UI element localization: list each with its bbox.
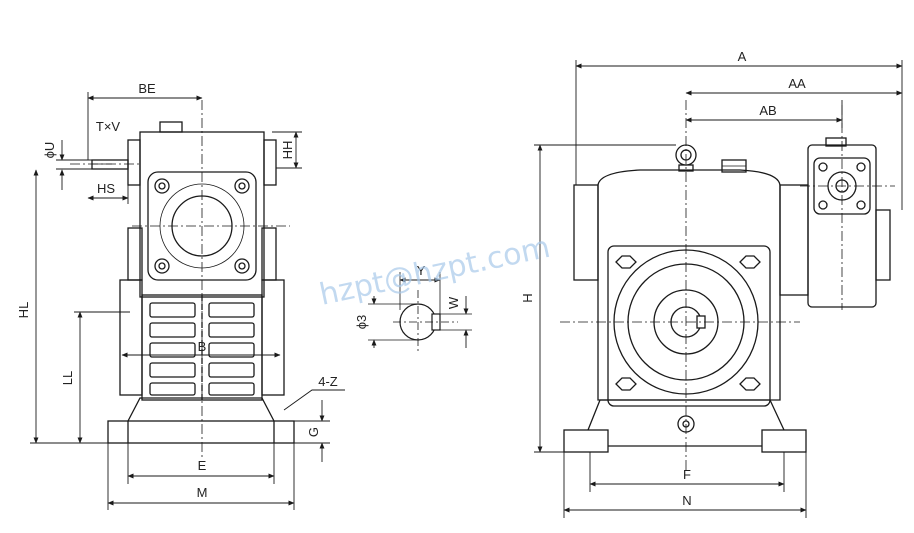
label-4z: 4-Z bbox=[318, 374, 338, 389]
side-view-dimensions bbox=[30, 92, 345, 510]
label-ab: AB bbox=[759, 103, 776, 118]
base-plate bbox=[107, 420, 295, 444]
label-y: Y bbox=[417, 263, 426, 278]
front-view-dimensions bbox=[534, 60, 903, 518]
dimension-labels: BE T×V ϕU HH HS HL LL B 4-Z G E M Y ϕ3 W… bbox=[16, 49, 806, 508]
shaft-section bbox=[368, 272, 472, 352]
label-n: N bbox=[682, 493, 691, 508]
label-phiu: ϕU bbox=[42, 142, 57, 159]
label-ll: LL bbox=[60, 371, 75, 385]
label-aa: AA bbox=[788, 76, 806, 91]
label-a: A bbox=[738, 49, 747, 64]
label-m: M bbox=[197, 485, 208, 500]
label-hh: HH bbox=[280, 141, 295, 160]
label-phi3: ϕ3 bbox=[354, 315, 369, 330]
watermark-text: hzpt@hzpt.com bbox=[316, 230, 553, 313]
input-shaft bbox=[91, 159, 129, 170]
label-w: W bbox=[446, 296, 461, 309]
label-b: B bbox=[198, 339, 207, 354]
label-g: G bbox=[306, 427, 321, 437]
label-h: H bbox=[520, 293, 535, 302]
side-view bbox=[70, 100, 295, 460]
label-e: E bbox=[198, 458, 207, 473]
label-hl: HL bbox=[16, 302, 31, 319]
front-view bbox=[560, 100, 895, 470]
label-be: BE bbox=[138, 81, 156, 96]
label-f: F bbox=[683, 467, 691, 482]
main-housing bbox=[597, 169, 781, 401]
label-hs: HS bbox=[97, 181, 115, 196]
label-txv: T×V bbox=[96, 119, 121, 134]
